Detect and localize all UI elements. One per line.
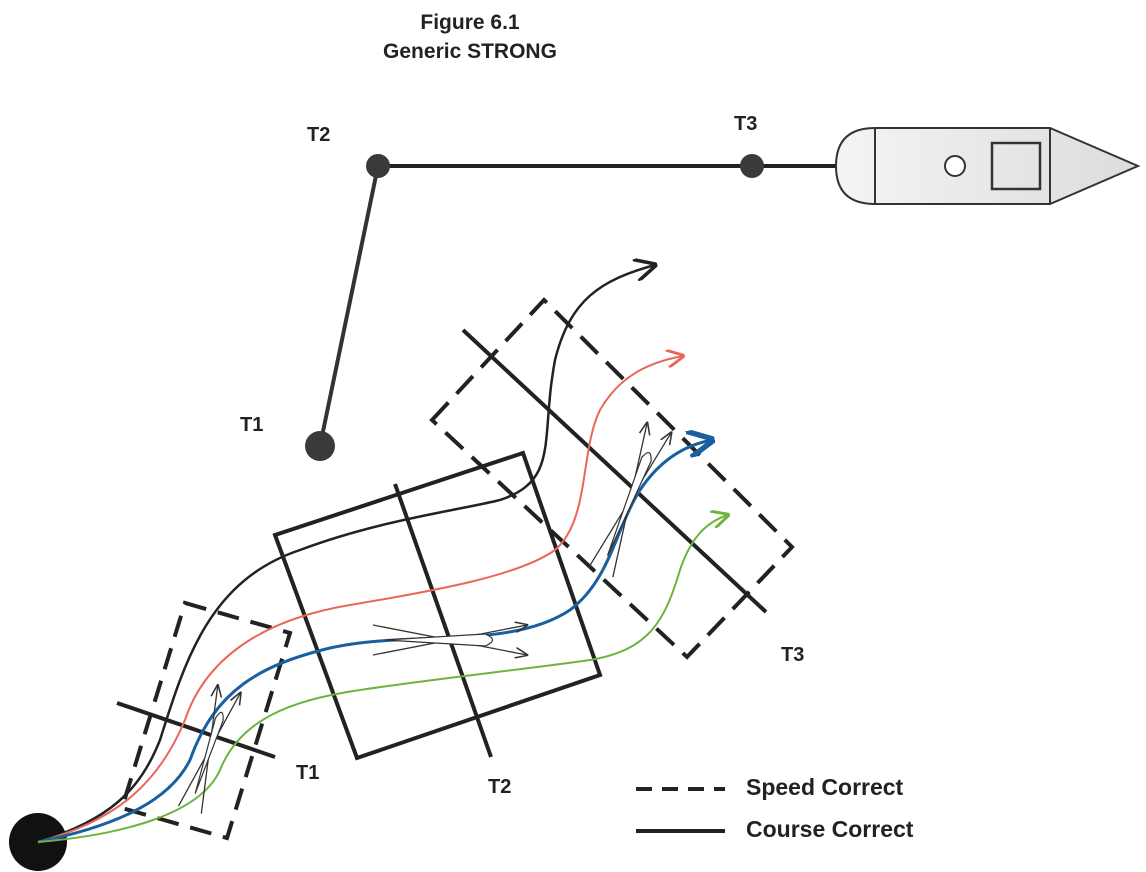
zone-label-t2: T2 (488, 776, 512, 798)
formation-line-t1-t2 (318, 165, 380, 447)
formation-node-t1 (305, 431, 335, 461)
zone-label-t3: T3 (781, 644, 805, 666)
figure-title-line1: Figure 6.1 (420, 11, 520, 34)
formation-label-t1: T1 (240, 414, 264, 436)
formation-node-t2 (366, 154, 390, 178)
maneuver-symbol-t1 (177, 685, 241, 814)
track-green (37, 515, 728, 843)
zone-t2-box (272, 450, 603, 761)
legend-speed-label: Speed Correct (746, 774, 904, 800)
ship-icon (834, 127, 1141, 205)
figure-title-line2: Generic STRONG (383, 40, 557, 63)
legend-course-label: Course Correct (746, 816, 914, 842)
formation-label-t3: T3 (734, 113, 758, 135)
zone-label-t1: T1 (296, 762, 320, 784)
zone-t1-box (116, 600, 293, 841)
maneuver-symbol-t3 (588, 423, 672, 578)
zone-t3-box (429, 297, 795, 660)
formation-node-t3 (740, 154, 764, 178)
maneuver-symbol-t2 (372, 625, 527, 655)
track-black (37, 265, 655, 844)
formation-label-t2: T2 (307, 124, 331, 146)
track-red (37, 356, 683, 843)
figure-title: Figure 6.1 Generic STRONG (300, 8, 640, 66)
